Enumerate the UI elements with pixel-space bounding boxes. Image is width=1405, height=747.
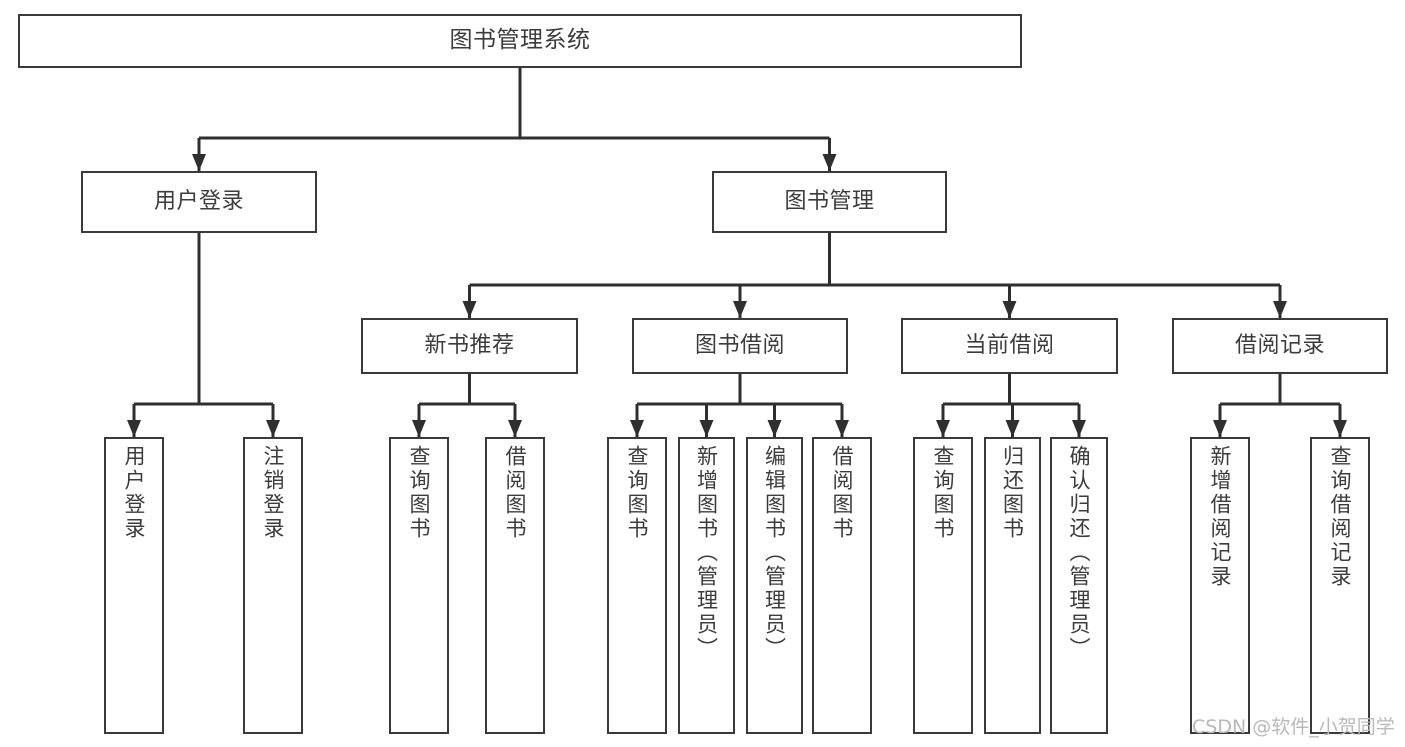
node-leaf-bb-query[interactable]: 查询图书 (607, 437, 667, 734)
node-label: 新增借阅记录 (1208, 445, 1233, 589)
node-leaf-user-logout[interactable]: 注销登录 (243, 437, 303, 734)
node-label: 当前借阅 (964, 333, 1055, 359)
node-leaf-cb-return[interactable]: 归还图书 (984, 437, 1041, 734)
node-root[interactable]: 图书管理系统 (18, 14, 1022, 68)
node-label: 归还图书 (1000, 445, 1025, 541)
node-borrow-record[interactable]: 借阅记录 (1172, 318, 1388, 374)
node-label: 查询图书 (931, 445, 956, 541)
node-leaf-br-add[interactable]: 新增借阅记录 (1190, 437, 1250, 734)
node-label: 注销登录 (261, 445, 286, 541)
node-label: 图书借阅 (694, 333, 785, 359)
node-leaf-rec-borrow[interactable]: 借阅图书 (485, 437, 545, 734)
node-leaf-bb-edit[interactable]: 编辑图书（管理员） (746, 437, 803, 734)
node-label: 新书推荐 (424, 333, 515, 359)
node-book-borrow[interactable]: 图书借阅 (632, 318, 848, 374)
node-user-login[interactable]: 用户登录 (81, 171, 317, 233)
node-label: 查询图书 (407, 445, 432, 541)
node-label: 图书管理系统 (449, 27, 591, 54)
node-label: 编辑图书（管理员） (762, 445, 787, 661)
node-label: 查询图书 (625, 445, 650, 541)
node-leaf-bb-borrow[interactable]: 借阅图书 (812, 437, 872, 734)
node-leaf-rec-query[interactable]: 查询图书 (389, 437, 449, 734)
node-new-book-rec[interactable]: 新书推荐 (361, 318, 578, 374)
node-label: 借阅记录 (1234, 333, 1325, 359)
node-label: 借阅图书 (830, 445, 855, 541)
node-book-mgmt[interactable]: 图书管理 (712, 171, 947, 233)
node-leaf-bb-add[interactable]: 新增图书（管理员） (678, 437, 735, 734)
node-leaf-cb-query[interactable]: 查询图书 (913, 437, 973, 734)
node-label: 借阅图书 (503, 445, 528, 541)
node-leaf-user-login[interactable]: 用户登录 (104, 437, 164, 734)
node-label: 用户登录 (122, 445, 147, 541)
node-label: 查询借阅记录 (1328, 445, 1353, 589)
node-leaf-cb-confirm[interactable]: 确认归还（管理员） (1050, 437, 1108, 734)
node-current-borrow[interactable]: 当前借阅 (901, 318, 1118, 374)
node-leaf-br-query[interactable]: 查询借阅记录 (1310, 437, 1370, 734)
node-label: 确认归还（管理员） (1067, 445, 1092, 661)
node-label: 图书管理 (784, 189, 875, 215)
node-label: 新增图书（管理员） (694, 445, 719, 661)
csdn-watermark: CSDN @软件_小贺同学 (1192, 716, 1395, 738)
node-label: 用户登录 (153, 189, 244, 215)
